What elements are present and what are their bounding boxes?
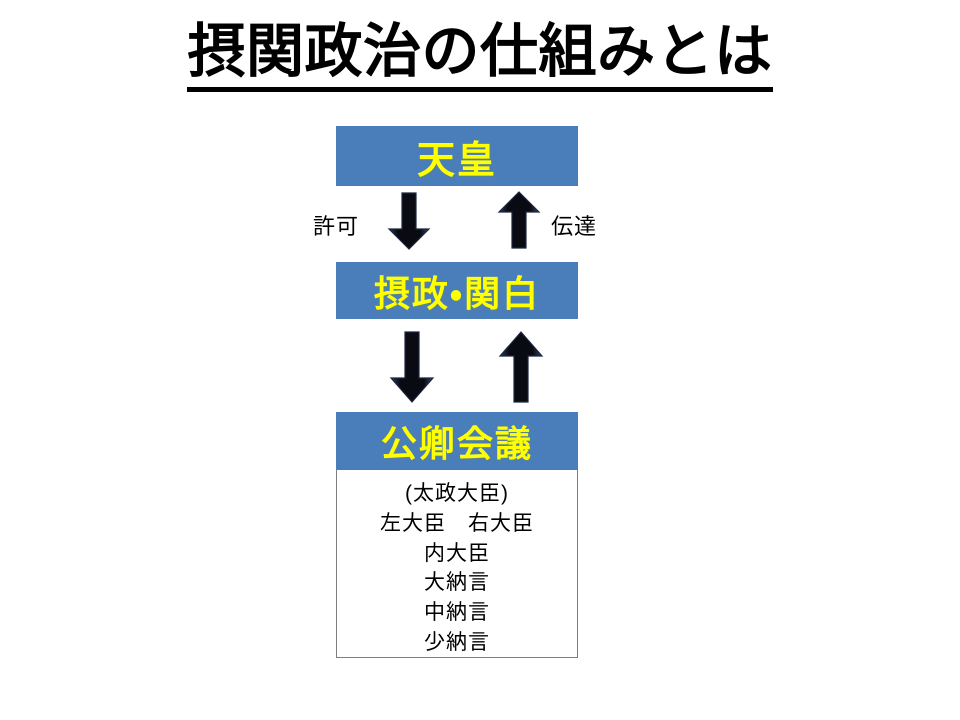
- diagram-node-regent[interactable]: 摂政・関白: [336, 262, 578, 319]
- diagram-node-emperor-label: 天皇: [416, 139, 497, 182]
- edge-label-report: 伝達: [551, 214, 598, 239]
- page-title: 摂関政治の仕組みとは: [187, 21, 773, 92]
- council-member-row: 大納言: [424, 571, 490, 595]
- arrow-down-icon-regent-to-council: [388, 331, 436, 403]
- arrow-up-icon-regent-to-emperor: [496, 190, 542, 250]
- council-member-row: 内大臣: [424, 541, 490, 565]
- council-member-row: 少納言: [424, 631, 490, 655]
- edge-label-permission: 許可: [313, 214, 360, 239]
- council-member-row: (太政大臣): [405, 482, 509, 505]
- diagram-node-emperor[interactable]: 天皇: [336, 126, 578, 186]
- council-member-row: 左大臣 右大臣: [380, 511, 534, 535]
- page-title-container: 摂関政治の仕組みとは: [0, 21, 960, 92]
- diagram-node-council[interactable]: 公卿会議: [336, 412, 578, 470]
- arrow-down-icon-emperor-to-regent: [386, 192, 432, 250]
- council-members-panel: (太政大臣) 左大臣 右大臣 内大臣 大納言 中納言 少納言: [336, 470, 578, 658]
- diagram-node-regent-label: 摂政・関白: [373, 272, 541, 314]
- arrow-up-icon-council-to-regent: [497, 331, 545, 403]
- diagram-node-council-label: 公卿会議: [380, 423, 533, 464]
- council-member-row: 中納言: [424, 601, 490, 625]
